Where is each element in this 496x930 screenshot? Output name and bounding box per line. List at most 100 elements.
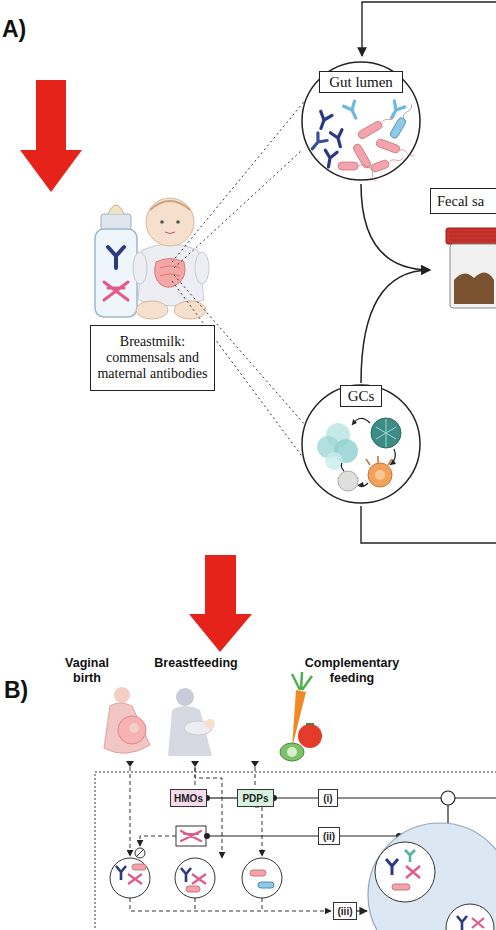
junction-dot [204, 833, 210, 839]
bottle-illustration-part [104, 282, 128, 300]
node-text: Gut lumen [319, 71, 403, 93]
microbe-circle [242, 858, 282, 898]
gut-lumen-circle-outline-part-part [381, 114, 396, 125]
vegetables-illustration-part [287, 747, 297, 757]
bottle-illustration-part [108, 247, 124, 268]
loop-line [361, 506, 496, 543]
leader-lines-part [172, 92, 312, 262]
mechanism-box: (ii) [318, 827, 340, 845]
inhibition-symbol-part [135, 848, 145, 858]
microbe-circle-part [250, 870, 266, 876]
gut-lumen-circle-outline-part [375, 138, 415, 159]
host-circle-part [406, 866, 420, 878]
baby-illustration-part [174, 301, 206, 319]
gut-lumen-circle-outline-part [389, 103, 415, 140]
pathway-lines-part [338, 797, 441, 798]
microbe-circle-part [258, 882, 274, 888]
host-circle-part [472, 918, 484, 928]
germinal-center-circle: GCs [300, 383, 422, 505]
node-text: PDPs [242, 793, 268, 804]
microbe-circle [110, 858, 150, 898]
dashed-flow-part [195, 898, 196, 911]
baby-illustration-part [165, 232, 175, 234]
leader-lines-part [174, 150, 302, 268]
node-text: (iii) [338, 906, 353, 917]
germinal-center-circle-outline-part [352, 419, 357, 425]
panel-label: A) [2, 16, 42, 43]
node-text: (i) [323, 793, 332, 804]
host-circle-part [392, 884, 410, 890]
germinal-center-circle-outline-part [338, 471, 358, 491]
source-box: Breastmilk: commensals and maternal anti… [90, 325, 215, 391]
pregnancy-illustration-part [129, 723, 139, 733]
gut-lumen-circle-outline-part-part [375, 138, 400, 154]
pregnancy-illustration [104, 687, 150, 753]
breastfeeding-illustration-part [168, 706, 212, 756]
dashed-flow-part [130, 767, 131, 856]
gut-lumen-circle: Gut lumen [300, 58, 422, 184]
red-arrow [189, 555, 252, 652]
junction-ring [441, 791, 455, 805]
gut-lumen-circle-outline-part-part [323, 150, 338, 168]
gut-lumen-circle-outline-part-part [370, 159, 390, 173]
gut-lumen-circle-outline-part-part [330, 130, 346, 149]
dashed-flow [130, 767, 331, 911]
source-markers-part [191, 761, 199, 767]
vegetables-illustration-part [298, 724, 322, 748]
germinal-center-circle-outline-part [376, 419, 396, 447]
vegetables-illustration-part [292, 672, 312, 690]
baby-illustration-part [136, 301, 168, 319]
germinal-center-circle-outline-part [341, 463, 344, 471]
pregnancy-illustration-part [118, 716, 146, 744]
microbe-circle-part [128, 874, 142, 884]
inhibition-symbol [135, 848, 145, 858]
host-circle-part [405, 850, 415, 862]
node-text: (ii) [323, 831, 335, 842]
fecal-sample-box: Fecal sa [430, 188, 496, 316]
baby-illustration-part [133, 252, 147, 284]
host-circle-part [368, 823, 496, 930]
microbe-circle [175, 858, 215, 898]
baby-illustration-part [150, 201, 190, 210]
node-text: GCs [340, 385, 382, 407]
antibody-box-part [176, 826, 206, 846]
microbe-circle-part [110, 858, 150, 898]
gut-lumen-circle-outline-part-part [357, 120, 384, 140]
pregnancy-illustration-part [114, 687, 130, 703]
host-circle-part [457, 916, 467, 930]
gut-lumen-circle-outline-part [338, 162, 374, 170]
connector [274, 797, 318, 798]
dashed-flow-part [255, 767, 256, 788]
germinal-center-circle-outline-part [302, 385, 420, 503]
microbe-circle-part [132, 864, 146, 870]
germinal-center-circle-outline-part [375, 470, 385, 480]
microbe-circle-part [186, 886, 200, 892]
gut-lumen-circle-outline-part [315, 111, 332, 130]
pathway-lines-part [455, 797, 496, 798]
connector [361, 184, 430, 270]
source-markers [126, 761, 259, 767]
bottle-illustration-part [101, 214, 131, 230]
bottle-illustration [95, 205, 137, 317]
stage-caption: Vaginal birth [56, 656, 118, 686]
gut-lumen-circle-outline-part-part [338, 162, 358, 170]
dashed-flow-part [255, 807, 262, 856]
microbe-circle-part [192, 874, 206, 884]
breastfeeding-illustration-part [176, 688, 194, 706]
gut-lumen-circle-outline-part-part [388, 156, 404, 164]
baby-illustration-part [138, 244, 204, 306]
pathway-lines-part [340, 835, 398, 836]
connector [207, 797, 237, 798]
gut-lumen-circle-outline-part-part [315, 111, 332, 130]
fecal-sample-box-outline-part [446, 228, 496, 244]
stage-caption: Breastfeeding [146, 656, 246, 671]
germinal-center-circle-outline-part [352, 418, 370, 425]
microbe-circle-part [242, 858, 282, 898]
antibody-box [176, 826, 206, 846]
antibody-box-part [181, 831, 201, 841]
host-circle-part [446, 904, 494, 930]
germinal-center-circle-outline-part [371, 418, 401, 448]
source-markers-part [251, 761, 259, 767]
pathway-lines-part [206, 835, 318, 836]
microbe-circle-part [175, 858, 215, 898]
